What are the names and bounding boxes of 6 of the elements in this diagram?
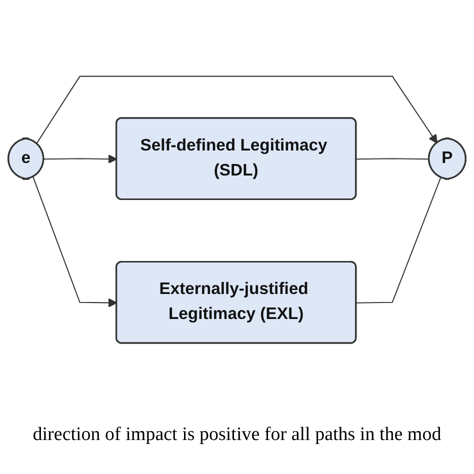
caption: direction of impact is positive for all paths in the mod: [32, 424, 442, 446]
arrow: [32, 177, 118, 308]
connector: [356, 178, 442, 304]
arrow: [44, 154, 118, 164]
arrow: [36, 76, 438, 144]
connector: [356, 158, 430, 160]
